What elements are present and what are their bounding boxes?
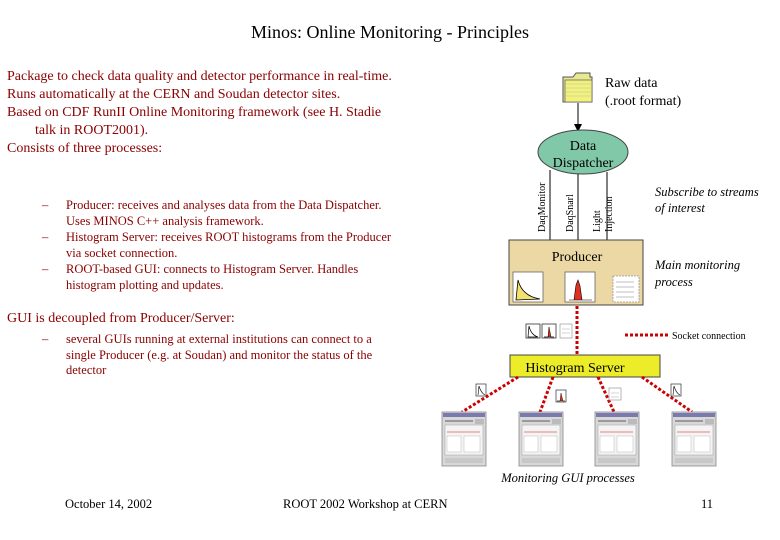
stream-label-light: Light — [592, 210, 603, 232]
folder-icon — [562, 72, 593, 103]
main-process-note: process — [654, 275, 693, 289]
histogram-thumbnail — [475, 383, 487, 397]
histogram-thumbnail — [555, 389, 567, 403]
socket-line — [461, 375, 519, 414]
gui-processes-caption: Monitoring GUI processes — [500, 471, 635, 485]
sub-bullet-item: – Histogram Server: receives ROOT histog… — [42, 230, 402, 261]
gui-window-thumbnail — [671, 411, 717, 467]
subscribe-note: Subscribe to streams — [655, 185, 759, 199]
histogram-thumbnail — [608, 387, 622, 401]
histogram-thumbnail — [525, 323, 541, 339]
stream-label-daqmonitor: DaqMonitor — [537, 182, 548, 232]
sub-bullet-text: several GUIs running at external institu… — [66, 332, 373, 377]
dash-marker: – — [42, 262, 49, 276]
producer-label: Producer — [552, 250, 603, 265]
subscribe-note: of interest — [655, 201, 705, 215]
data-dispatcher-node — [537, 129, 629, 175]
bullet-item: Runs automatically at the CERN and Souda… — [7, 87, 341, 102]
sub-bullet-item: – ROOT-based GUI: connects to Histogram … — [42, 262, 402, 293]
histogram-thumbnail — [670, 383, 682, 397]
bullet-item: Package to check data quality and detect… — [7, 69, 392, 84]
socket-line — [596, 376, 616, 413]
histogram-thumbnail — [559, 323, 573, 339]
histogram-server-label: Histogram Server — [525, 361, 624, 376]
slide-title: Minos: Online Monitoring - Principles — [251, 22, 529, 42]
dispatcher-label: Dispatcher — [553, 156, 614, 171]
footer-event: ROOT 2002 Workshop at CERN — [283, 497, 448, 511]
histogram-thumbnail — [541, 323, 557, 339]
sub-bullet-list: – Producer: receives and analyses data f… — [42, 198, 402, 293]
dash-marker: – — [42, 332, 49, 346]
main-process-note: Main monitoring — [654, 258, 740, 272]
gui-window-thumbnail — [441, 411, 487, 467]
sub-bullet-text: ROOT-based GUI: connects to Histogram Se… — [66, 262, 359, 292]
dash-marker: – — [42, 198, 49, 212]
socket-legend-label: Socket connection — [672, 331, 746, 342]
gui-heading: GUI is decoupled from Producer/Server: — [7, 311, 235, 326]
dash-marker: – — [42, 230, 49, 244]
bullet-list: Package to check data quality and detect… — [7, 68, 397, 158]
bullet-item: Consists of three processes: — [7, 141, 163, 156]
sub-bullet-text: Histogram Server: receives ROOT histogra… — [66, 230, 392, 260]
histogram-server-node — [509, 354, 661, 378]
histogram-thumbnail — [564, 271, 596, 303]
footer-date: October 14, 2002 — [65, 497, 153, 511]
stream-label-injection: Injection — [604, 196, 615, 232]
stream-label-daqsnarl: DaqSnarl — [565, 194, 576, 232]
gui-window-thumbnail — [518, 411, 564, 467]
gui-sub-bullet-list: – several GUIs running at external insti… — [42, 332, 402, 379]
footer-page-number: 11 — [701, 497, 714, 511]
sub-bullet-text: Producer: receives and analyses data fro… — [66, 198, 382, 228]
dispatcher-label: Data — [570, 139, 597, 154]
histogram-thumbnail — [612, 275, 640, 303]
raw-data-format-label: (.root format) — [605, 94, 682, 109]
sub-bullet-item: – several GUIs running at external insti… — [42, 332, 402, 379]
socket-line — [538, 376, 555, 413]
gui-window-thumbnail — [594, 411, 640, 467]
sub-bullet-item: – Producer: receives and analyses data f… — [42, 198, 402, 229]
arrowhead — [574, 124, 582, 132]
socket-line — [641, 375, 693, 414]
histogram-thumbnail — [512, 271, 544, 303]
bullet-item: Based on CDF RunII Online Monitoring fra… — [7, 105, 382, 138]
raw-data-label: Raw data — [605, 76, 658, 91]
